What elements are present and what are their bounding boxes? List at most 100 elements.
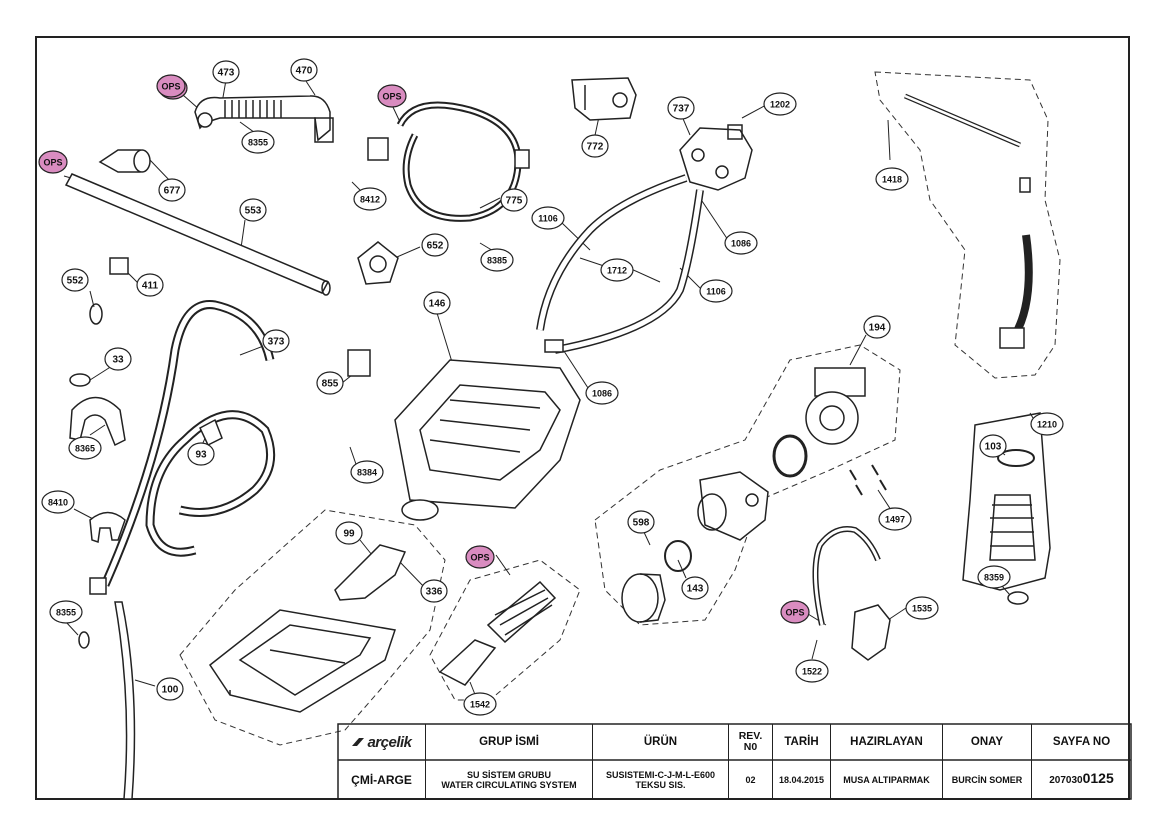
ops-badge xyxy=(377,84,407,108)
dispenser-housing-part xyxy=(394,359,581,521)
part-callout-circle xyxy=(979,434,1007,458)
part-number-label: 598 xyxy=(633,518,650,529)
part-callout-circle xyxy=(423,291,451,315)
sensor-hose-part xyxy=(812,526,881,626)
part-callout-circle xyxy=(158,178,186,202)
group-name-value: SU SİSTEM GRUBU WATER CIRCULATING SYSTEM xyxy=(426,760,593,799)
part-callout-circle xyxy=(290,58,318,82)
prepared-by-header: HAZIRLAYAN xyxy=(831,724,943,760)
part-callout-circle xyxy=(763,92,797,116)
part-number-label: 99 xyxy=(343,529,355,540)
part-number-label: 553 xyxy=(245,206,262,217)
logo-cell: arçelik xyxy=(338,724,426,760)
part-number-label: 1106 xyxy=(706,287,726,297)
ops-badge xyxy=(780,600,810,624)
part-number-label: 772 xyxy=(587,142,604,153)
part-number-label: 652 xyxy=(427,241,444,252)
part-number-label: 1418 xyxy=(882,175,902,185)
part-callout-circle xyxy=(581,134,609,158)
part-number-label: 336 xyxy=(426,587,443,598)
part-callout-circle xyxy=(49,600,83,624)
part-callout-circle xyxy=(353,187,387,211)
ops-badge xyxy=(38,150,68,174)
part-callout-circle xyxy=(480,248,514,272)
rev-no-header: REV. N0 xyxy=(729,724,773,760)
part-number-label: 93 xyxy=(195,450,207,461)
spring-clip-part xyxy=(89,511,126,543)
part-callout-circle xyxy=(420,579,448,603)
group-name-line2: WATER CIRCULATING SYSTEM xyxy=(441,779,577,790)
part-callout-circle xyxy=(724,231,758,255)
ops-label: OPS xyxy=(43,158,62,168)
part-number-label: 8355 xyxy=(56,608,76,618)
arcelik-logo-icon xyxy=(352,738,365,746)
part-callout-circle xyxy=(187,442,215,466)
product-line2: TEKSU SIS. xyxy=(635,779,686,790)
part-number-label: 146 xyxy=(429,299,446,310)
part-callout-circle xyxy=(104,347,132,371)
title-block-value-row: ÇMİ-ARGE SU SİSTEM GRUBU WATER CIRCULATI… xyxy=(338,760,1131,799)
part-number-label: 8384 xyxy=(357,468,377,478)
seal-group-outline xyxy=(962,412,1051,591)
part-number-label: 1712 xyxy=(607,266,627,276)
long-tube-part xyxy=(64,173,331,296)
product-line1: SUSISTEMI-C-J-M-L-E600 xyxy=(605,769,715,780)
part-callout-circle xyxy=(316,371,344,395)
part-number-label: 8410 xyxy=(48,498,68,508)
part-number-label: 100 xyxy=(162,685,179,696)
rev-value: 02 xyxy=(729,760,773,799)
part-number-label: 1086 xyxy=(731,239,751,249)
part-callout-circle xyxy=(241,130,275,154)
product-header: ÜRÜN xyxy=(593,724,729,760)
drain-hose-part xyxy=(89,300,276,595)
ops-badge xyxy=(465,545,495,569)
part-number-label: 411 xyxy=(142,281,159,292)
small-box-part xyxy=(347,349,371,377)
part-callout-circle xyxy=(262,329,290,353)
ops-label: OPS xyxy=(382,92,401,102)
part-number-label: 855 xyxy=(322,379,339,390)
part-callout-circle xyxy=(681,576,709,600)
approval-header: ONAY xyxy=(943,724,1032,760)
arcelik-logo: arçelik xyxy=(351,734,412,751)
drawer-insert-part xyxy=(334,544,407,601)
part-number-label: 552 xyxy=(67,276,84,287)
part-callout-circle xyxy=(136,273,164,297)
ops-badge xyxy=(156,74,186,98)
part-callout-circle xyxy=(500,188,528,212)
part-callout-circle xyxy=(156,677,184,701)
pump-oring-part xyxy=(772,434,808,478)
part-number-label: 33 xyxy=(112,355,124,366)
ops-label: OPS xyxy=(470,553,489,563)
part-drawings xyxy=(64,77,1036,800)
part-callout-circle xyxy=(421,233,449,257)
part-callout-circle xyxy=(667,96,695,120)
part-number-label: 677 xyxy=(164,186,181,197)
pressure-switch-part xyxy=(571,77,637,121)
part-number-label: 143 xyxy=(687,584,704,595)
part-number-label: 1202 xyxy=(770,100,790,110)
department-value: ÇMİ-ARGE xyxy=(338,760,426,799)
part-number-label: 373 xyxy=(268,337,285,348)
drain-elbow-part xyxy=(904,93,1033,349)
group-name-line1: SU SİSTEM GRUBU xyxy=(466,769,551,780)
page-no-prefix: 207030 xyxy=(1049,775,1083,786)
vertical-tube-part xyxy=(114,601,136,800)
part-labels: 473470OPS8355677OPS553OPS841277577273712… xyxy=(38,58,1064,716)
part-number-label: 1106 xyxy=(538,214,558,224)
part-callout-circle xyxy=(627,510,655,534)
drawing-frame xyxy=(35,36,1130,800)
part-number-label: 8385 xyxy=(487,256,507,266)
screws-part xyxy=(849,464,887,496)
bracket-part xyxy=(69,396,126,447)
part-callout-circle xyxy=(350,460,384,484)
clamp-part xyxy=(357,241,399,285)
nozzle-part xyxy=(98,149,151,173)
valve-hoses-part xyxy=(536,174,704,354)
part-number-label: 8355 xyxy=(248,138,268,148)
water-level-sensor-part xyxy=(851,604,891,661)
elbow-bellows-part xyxy=(194,95,334,143)
part-number-label: 737 xyxy=(673,104,690,115)
